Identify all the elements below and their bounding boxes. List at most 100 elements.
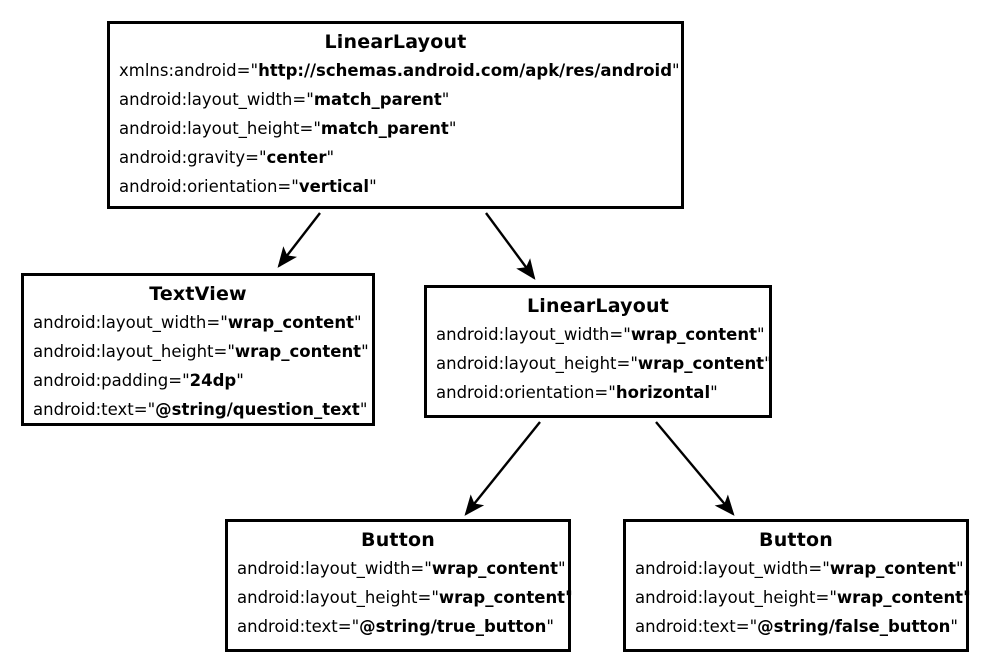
- attribute-value: @string/question_text: [155, 400, 360, 419]
- node-row-linearlayout[interactable]: LinearLayout android:layout_width="wrap_…: [424, 285, 772, 418]
- attribute-value: wrap_content: [438, 588, 566, 607]
- quote-open: ": [431, 588, 439, 607]
- quote-close: ": [955, 559, 964, 578]
- quote-close: ": [764, 354, 772, 373]
- attribute-line: android:layout_width="match_parent": [119, 85, 672, 114]
- attribute-line: android:layout_width="wrap_content": [436, 320, 765, 349]
- edge-row-to-button-true: [464, 421, 541, 516]
- node-title: LinearLayout: [324, 31, 467, 53]
- attribute-name: android:layout_height=: [436, 354, 631, 373]
- edge-root-to-textview: [277, 212, 321, 268]
- quote-open: ": [147, 400, 156, 419]
- edge-row-to-button-false: [655, 421, 735, 516]
- attribute-line: android:layout_width="wrap_content": [33, 308, 363, 337]
- quote-close: ": [672, 61, 680, 80]
- quote-open: ": [623, 325, 631, 344]
- quote-open: ": [306, 90, 314, 109]
- attribute-name: android:layout_height=: [635, 588, 830, 607]
- attribute-line: android:layout_height="wrap_content": [436, 349, 772, 378]
- attribute-name: android:gravity=: [119, 148, 259, 167]
- edge-root-to-row-linearlayout: [485, 212, 536, 280]
- attribute-name: android:text=: [33, 400, 148, 419]
- attribute-line: android:text="@string/false_button": [635, 612, 958, 641]
- attribute-line: android:text="@string/true_button": [237, 612, 559, 641]
- quote-open: ": [749, 617, 758, 636]
- quote-open: ": [424, 559, 432, 578]
- attribute-value: @string/false_button: [757, 617, 951, 636]
- attribute-value: wrap_content: [630, 325, 757, 344]
- attribute-line: xmlns:android="http://schemas.android.co…: [119, 56, 680, 85]
- quote-open: ": [182, 371, 190, 390]
- node-title: TextView: [149, 283, 247, 305]
- attribute-name: android:orientation=: [436, 383, 609, 402]
- attribute-value: 24dp: [189, 371, 237, 390]
- attribute-value: http://schemas.android.com/apk/res/andro…: [258, 61, 673, 80]
- quote-close: ": [236, 371, 244, 390]
- quote-close: ": [565, 588, 573, 607]
- attribute-line: android:layout_width="wrap_content": [635, 554, 964, 583]
- node-textview[interactable]: TextView android:layout_width="wrap_cont…: [21, 273, 375, 426]
- quote-open: ": [291, 177, 299, 196]
- quote-close: ": [326, 148, 335, 167]
- quote-close: ": [448, 119, 457, 138]
- quote-open: ": [822, 559, 830, 578]
- attribute-line: android:layout_width="wrap_content": [237, 554, 566, 583]
- attribute-name: android:padding=: [33, 371, 183, 390]
- attribute-name: android:layout_width=: [237, 559, 425, 578]
- attribute-line: android:gravity="center": [119, 143, 672, 172]
- attribute-name: android:layout_height=: [119, 119, 314, 138]
- quote-open: ": [608, 383, 616, 402]
- node-root-linearlayout[interactable]: LinearLayout xmlns:android="http://schem…: [107, 21, 684, 209]
- attribute-name: android:layout_width=: [436, 325, 624, 344]
- attribute-name: android:layout_height=: [33, 342, 228, 361]
- quote-close: ": [359, 400, 368, 419]
- quote-close: ": [950, 617, 958, 636]
- quote-open: ": [829, 588, 837, 607]
- quote-close: ": [710, 383, 718, 402]
- attribute-value: match_parent: [320, 119, 449, 138]
- node-title: Button: [759, 529, 833, 551]
- quote-close: ": [756, 325, 765, 344]
- quote-close: ": [557, 559, 566, 578]
- attribute-value: wrap_content: [227, 313, 354, 332]
- quote-close: ": [353, 313, 362, 332]
- attribute-line: android:layout_height="wrap_content": [635, 583, 971, 612]
- attribute-line: android:orientation="horizontal": [436, 378, 760, 407]
- quote-close: ": [369, 177, 377, 196]
- attribute-name: android:text=: [635, 617, 750, 636]
- quote-open: ": [630, 354, 638, 373]
- quote-close: ": [963, 588, 971, 607]
- quote-open: ": [250, 61, 259, 80]
- attribute-value: @string/true_button: [359, 617, 547, 636]
- quote-close: ": [441, 90, 450, 109]
- attribute-value: wrap_content: [637, 354, 765, 373]
- quote-close: ": [546, 617, 554, 636]
- attribute-line: android:orientation="vertical": [119, 172, 672, 201]
- attribute-line: android:layout_height="wrap_content": [33, 337, 369, 366]
- quote-open: ": [313, 119, 321, 138]
- node-button-true[interactable]: Button android:layout_width="wrap_conten…: [225, 519, 573, 652]
- attribute-name: android:layout_width=: [119, 90, 307, 109]
- attribute-name: xmlns:android=: [119, 61, 251, 80]
- attribute-line: android:layout_height="wrap_content": [237, 583, 573, 612]
- attribute-name: android:layout_width=: [33, 313, 221, 332]
- node-title: LinearLayout: [526, 295, 669, 317]
- attribute-value: horizontal: [615, 383, 711, 402]
- attribute-value: match_parent: [313, 90, 442, 109]
- attribute-value: vertical: [298, 177, 370, 196]
- attribute-line: android:layout_height="match_parent": [119, 114, 672, 143]
- node-title: Button: [361, 529, 435, 551]
- attribute-value: center: [266, 148, 327, 167]
- quote-open: ": [227, 342, 235, 361]
- attribute-name: android:layout_width=: [635, 559, 823, 578]
- attribute-value: wrap_content: [829, 559, 956, 578]
- attribute-name: android:orientation=: [119, 177, 292, 196]
- quote-close: ": [361, 342, 369, 361]
- attribute-line: android:padding="24dp": [33, 366, 363, 395]
- attribute-value: wrap_content: [234, 342, 362, 361]
- node-button-false[interactable]: Button android:layout_width="wrap_conten…: [623, 519, 971, 652]
- attribute-name: android:text=: [237, 617, 352, 636]
- attribute-value: wrap_content: [431, 559, 558, 578]
- attribute-value: wrap_content: [836, 588, 964, 607]
